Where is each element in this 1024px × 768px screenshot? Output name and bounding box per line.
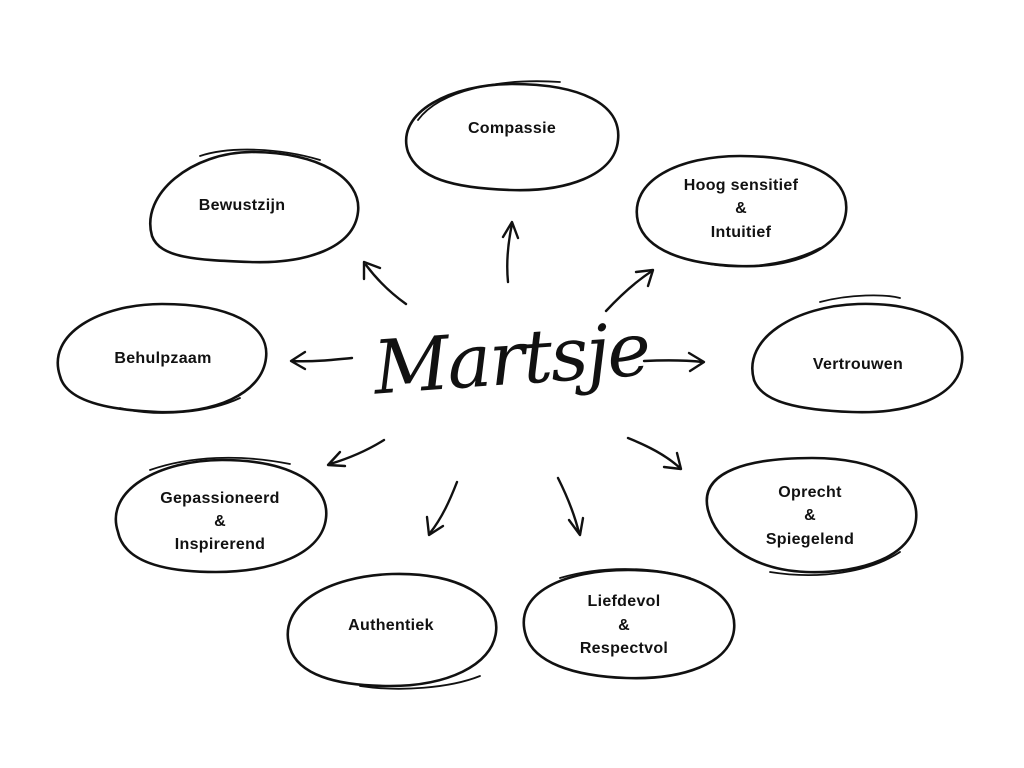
arrow-to-authentiek (425, 480, 459, 537)
node-line: Authentiek (348, 617, 434, 634)
bubble-vertrouwen: Vertrouwen (751, 294, 964, 414)
arrow-to-vertrouwen (642, 351, 706, 373)
bubble-behulpzaam: Behulpzaam (56, 302, 268, 414)
bubble-hoog-sensitief: Hoog sensitief & Intuitief (635, 154, 848, 268)
bubble-liefdevol: Liefdevol & Respectvol (522, 568, 736, 680)
arrows (289, 220, 706, 537)
center-title: Martsje (369, 307, 652, 412)
node-line: & (804, 507, 816, 524)
node-line: Spiegelend (766, 531, 854, 548)
node-line: Bewustzijn (199, 197, 286, 214)
arrow-to-oprecht (626, 436, 683, 471)
node-line: Inspirerend (175, 536, 265, 553)
node-label-hoog-sensitief: Hoog sensitief & Intuitief (684, 177, 799, 241)
node-label-authentiek: Authentiek (348, 617, 434, 634)
node-line: Oprecht (778, 484, 842, 501)
node-line: Liefdevol (588, 593, 661, 610)
bubble-gepassioneerd: Gepassioneerd & Inspirerend (114, 456, 328, 574)
node-line: Gepassioneerd (160, 490, 280, 507)
arrow-to-compassie (501, 220, 520, 284)
arrow-to-hoog-sensitief (604, 268, 655, 313)
node-label-oprecht: Oprecht & Spiegelend (766, 484, 854, 548)
arrow-to-liefdevol (556, 476, 585, 537)
node-label-compassie: Compassie (468, 120, 556, 137)
node-line: & (735, 200, 747, 217)
node-line: Intuitief (711, 224, 772, 241)
node-label-vertrouwen: Vertrouwen (813, 356, 903, 373)
bubble-oprecht: Oprecht & Spiegelend (705, 456, 918, 576)
bubble-compassie: Compassie (404, 80, 620, 192)
node-label-liefdevol: Liefdevol & Respectvol (580, 593, 668, 657)
node-line: Respectvol (580, 640, 668, 657)
arrow-to-gepassioneerd (326, 438, 386, 468)
node-line: & (618, 617, 630, 634)
node-line: Compassie (468, 120, 556, 137)
node-line: & (214, 513, 226, 530)
arrow-to-behulpzaam (289, 350, 354, 371)
bubble-bewustzijn: Bewustzijn (149, 148, 360, 264)
node-label-behulpzaam: Behulpzaam (114, 350, 211, 367)
arrow-to-bewustzijn (362, 260, 408, 306)
node-line: Vertrouwen (813, 356, 903, 373)
bubble-authentiek: Authentiek (286, 572, 498, 690)
node-label-bewustzijn: Bewustzijn (199, 197, 286, 214)
node-line: Hoog sensitief (684, 177, 799, 194)
node-label-gepassioneerd: Gepassioneerd & Inspirerend (160, 490, 280, 553)
node-line: Behulpzaam (114, 350, 211, 367)
